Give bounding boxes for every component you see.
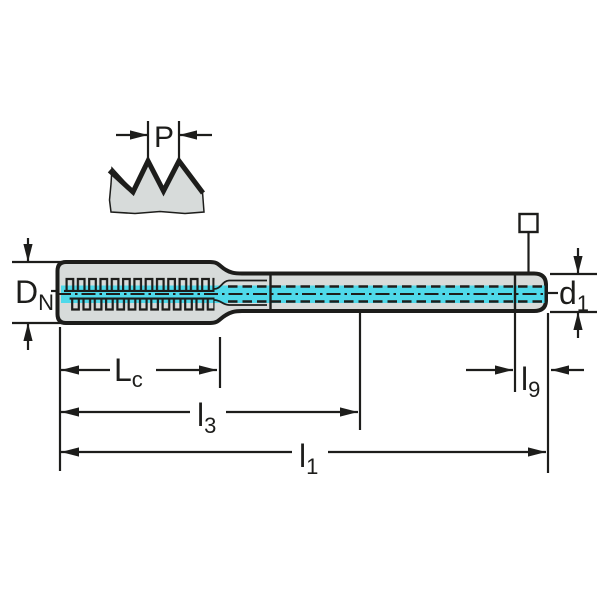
square-drive-icon (518, 212, 539, 234)
thread-runout-line-top (213, 279, 267, 290)
dn-dimension: DN (12, 238, 88, 350)
tool-body (55, 260, 548, 325)
l1-dimension: l1 (58, 313, 550, 479)
thread-runout-line-bottom (213, 299, 267, 306)
l9-dimension: l9 (466, 313, 584, 402)
pitch-dimension: P (116, 121, 212, 161)
d1-dimension: d1 (547, 248, 597, 338)
thread-profile-detail: P (107, 121, 212, 215)
lc-dimension: Lc (61, 337, 222, 392)
l9-label: l9 (521, 361, 540, 402)
l3-dimension: l3 (61, 313, 362, 438)
square-drive-callout (518, 212, 539, 272)
thread-profile-outline (107, 155, 205, 197)
lc-label: Lc (114, 352, 143, 392)
thread-profile-shape (108, 159, 205, 215)
thread-teeth-upper (64, 277, 215, 292)
l3-label: l3 (197, 397, 216, 438)
pitch-label: P (154, 121, 174, 154)
l1-label: l1 (299, 438, 318, 479)
dn-label: DN (15, 274, 54, 315)
d1-label: d1 (559, 275, 589, 316)
thread-teeth-lower (69, 297, 215, 313)
